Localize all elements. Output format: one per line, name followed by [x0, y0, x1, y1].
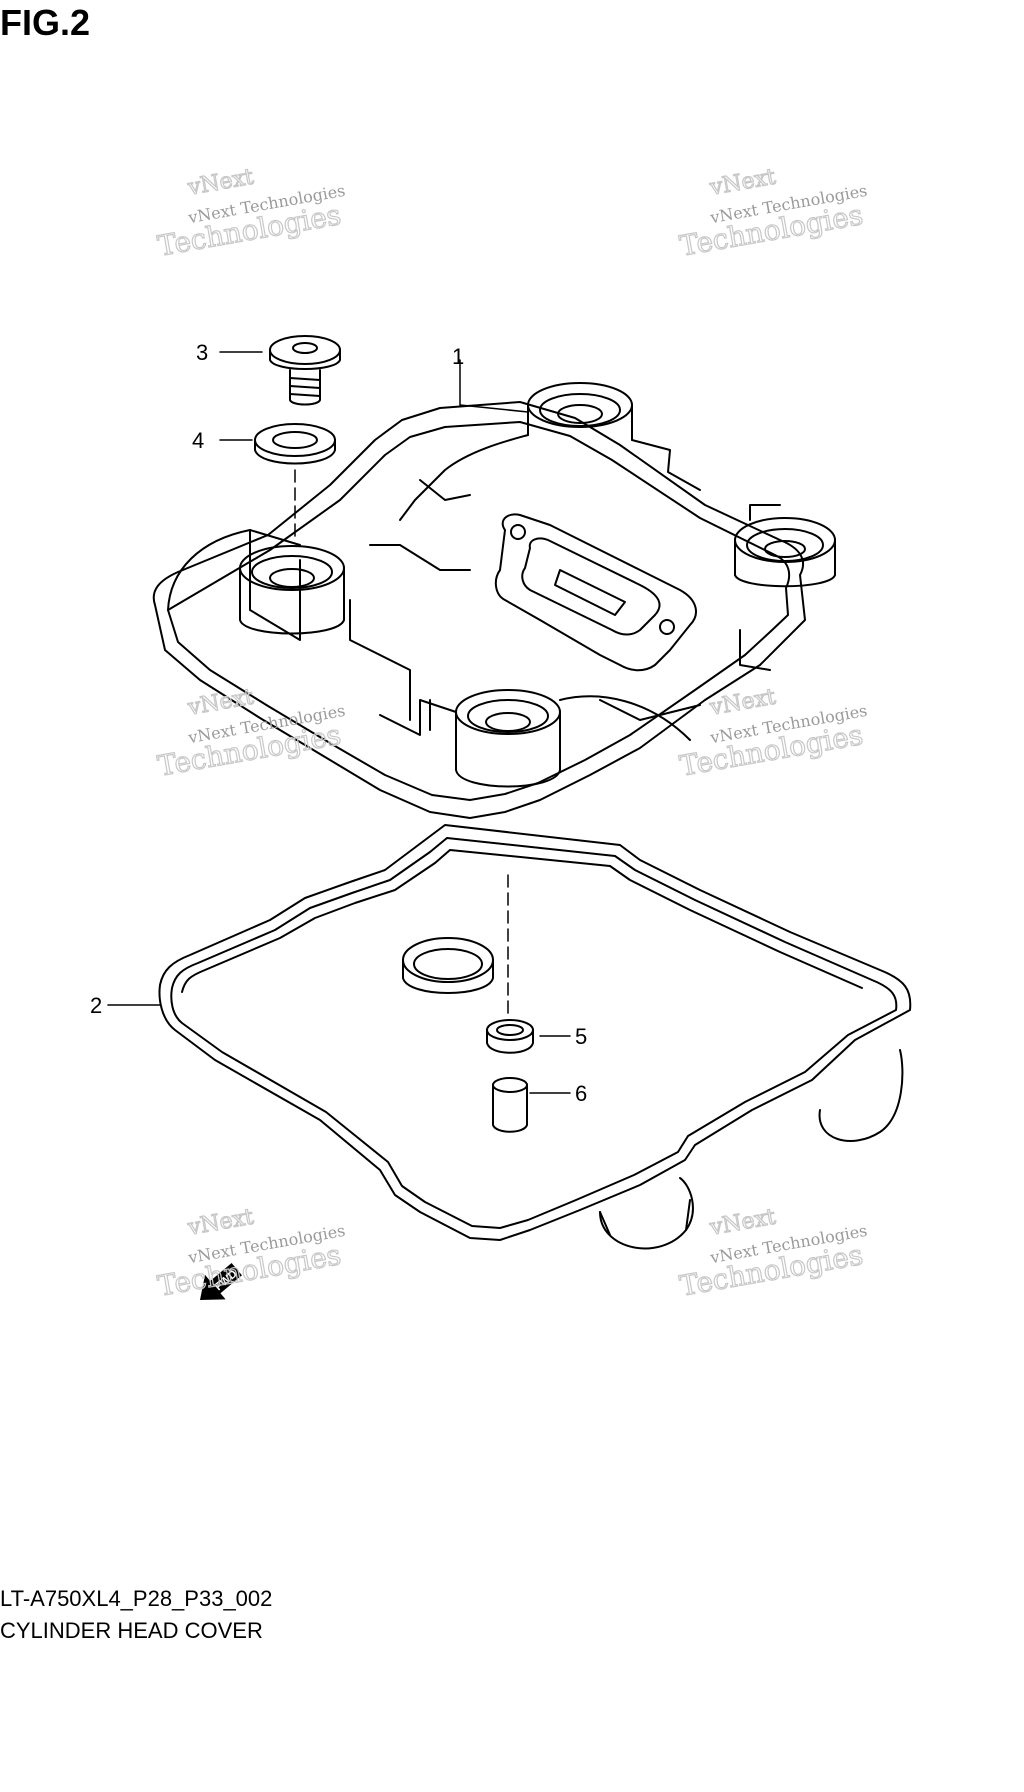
svg-text:vNext: vNext [185, 165, 255, 201]
cylinder-head-cover [152, 382, 836, 819]
figure-label: FIG.2 [0, 2, 91, 43]
diagram-title: CYLINDER HEAD COVER [0, 1618, 263, 1643]
gasket [158, 824, 912, 1250]
callout-3: 3 [196, 340, 208, 365]
svg-text:vNext: vNext [707, 685, 777, 721]
leader-lines [107, 351, 571, 1094]
svg-text:vNext: vNext [185, 685, 255, 721]
washer [254, 423, 336, 465]
callout-2: 2 [90, 993, 102, 1018]
watermark-bottom-left: vNext vNext Technologies Technologies [155, 1204, 347, 1303]
callout-4: 4 [192, 428, 204, 453]
watermark-bottom-right: vNext vNext Technologies Technologies [677, 1204, 869, 1303]
model-code: LT-A750XL4_P28_P33_002 [0, 1586, 273, 1611]
svg-text:vNext: vNext [707, 1205, 777, 1241]
callout-5: 5 [575, 1024, 587, 1049]
callout-6: 6 [575, 1081, 587, 1106]
watermark-mid-left: vNext vNext Technologies Technologies [155, 684, 347, 783]
oil-seal [486, 1019, 534, 1054]
watermark-top-right: vNext vNext Technologies Technologies [677, 164, 869, 263]
watermark-top-left: vNext vNext Technologies Technologies [155, 164, 347, 263]
bolt [269, 335, 341, 406]
dowel-pin [492, 1077, 528, 1133]
svg-text:vNext: vNext [707, 165, 777, 201]
svg-text:vNext: vNext [185, 1205, 255, 1241]
callout-1: 1 [452, 344, 464, 369]
